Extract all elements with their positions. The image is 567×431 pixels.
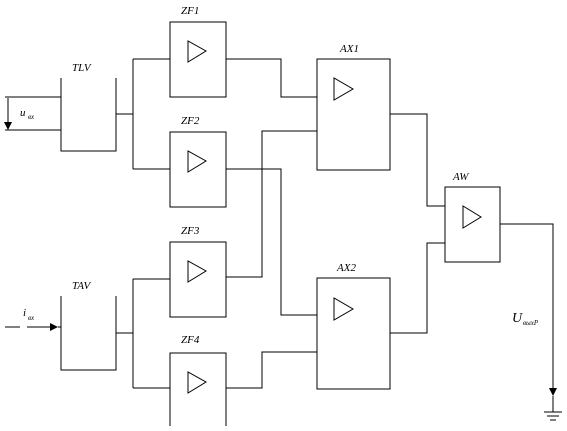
block-ax2: AX2: [316, 262, 391, 390]
amplifier-icon: [187, 371, 207, 394]
ax1-label: AX1: [339, 43, 359, 55]
amplifier-icon: [333, 77, 354, 101]
output-u: U выхP: [500, 223, 562, 421]
amplifier-icon: [187, 150, 207, 173]
ground-icon: [544, 411, 562, 421]
input-u-symbol: u: [20, 107, 26, 119]
amplifier-icon: [187, 40, 207, 63]
input-i-symbol: i: [23, 307, 26, 319]
arrow-down-icon: [549, 388, 557, 396]
block-aw: AW: [444, 171, 501, 263]
block-zf1: ZF1: [169, 5, 227, 98]
tav-label: TAV: [72, 280, 91, 292]
arrow-down-icon: [4, 122, 12, 130]
block-zf4: ZF4: [169, 334, 227, 426]
output-u-symbol: U: [512, 311, 523, 326]
ax2-label: AX2: [336, 262, 356, 274]
input-i: i вх: [5, 307, 61, 331]
input-u: u вх: [4, 96, 61, 131]
amplifier-icon: [333, 297, 354, 321]
block-tlv: TLV: [60, 62, 117, 152]
block-zf3: ZF3: [169, 225, 227, 318]
arrow-right-icon: [50, 323, 58, 331]
block-zf2: ZF2: [169, 115, 227, 208]
amplifier-icon: [187, 260, 207, 283]
zf4-label: ZF4: [181, 334, 200, 346]
tlv-label: TLV: [72, 62, 92, 74]
zf2-label: ZF2: [181, 115, 200, 127]
amplifier-icon: [462, 205, 482, 229]
zf3-label: ZF3: [181, 225, 200, 237]
input-u-sub: вх: [28, 113, 35, 121]
output-u-sub: выхP: [523, 319, 539, 327]
aw-label: AW: [452, 171, 469, 183]
block-tav: TAV: [60, 280, 117, 371]
block-ax1: AX1: [316, 43, 391, 171]
input-i-sub: вх: [28, 314, 35, 322]
zf1-label: ZF1: [181, 5, 199, 17]
